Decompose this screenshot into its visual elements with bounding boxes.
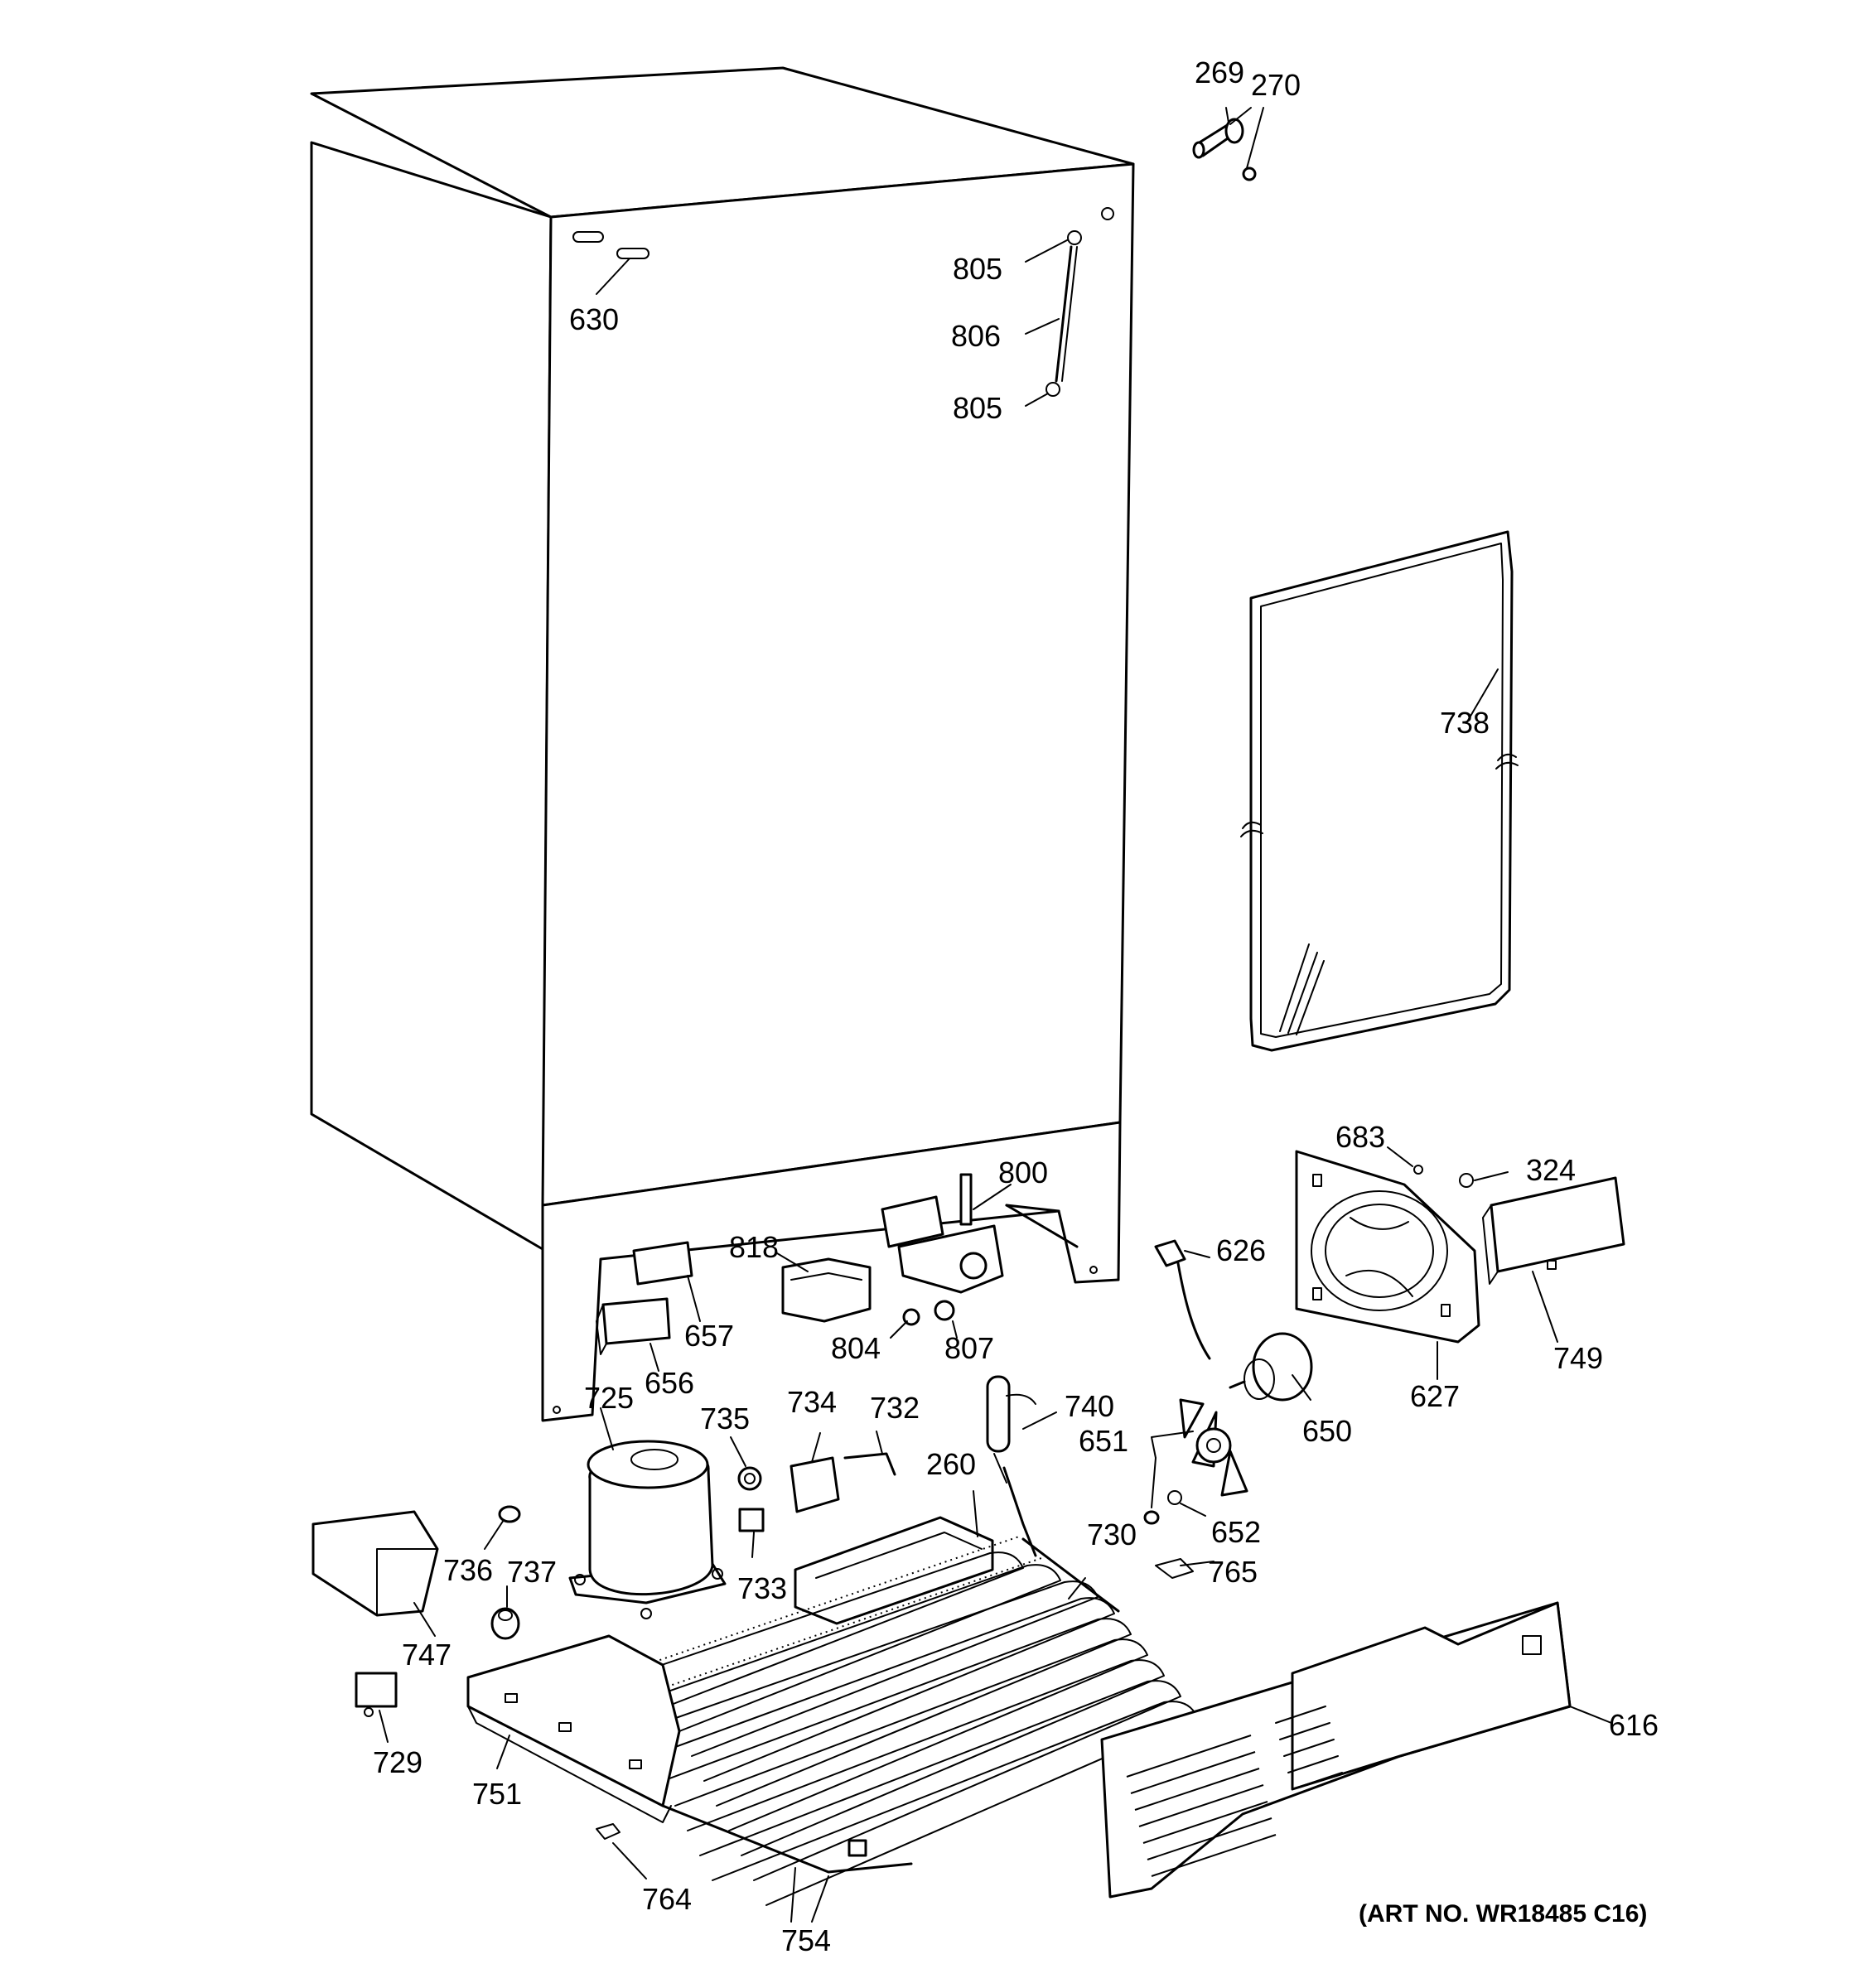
label-751: 751 bbox=[472, 1777, 522, 1811]
label-627: 627 bbox=[1410, 1379, 1460, 1413]
label-683: 683 bbox=[1335, 1120, 1385, 1154]
refrigerator-cabinet bbox=[310, 66, 1135, 1422]
label-626: 626 bbox=[1216, 1233, 1266, 1267]
label-324: 324 bbox=[1526, 1153, 1576, 1187]
water-tube-assembly bbox=[1045, 230, 1082, 397]
part-740 bbox=[986, 1375, 1036, 1484]
label-800: 800 bbox=[998, 1156, 1048, 1189]
label-764: 764 bbox=[642, 1882, 692, 1916]
label-806: 806 bbox=[951, 319, 1001, 353]
label-749: 749 bbox=[1553, 1341, 1603, 1375]
water-valve-800 bbox=[881, 1173, 1004, 1326]
label-729: 729 bbox=[373, 1745, 423, 1779]
label-807: 807 bbox=[944, 1331, 994, 1365]
label-733: 733 bbox=[737, 1571, 787, 1605]
fitting-269-270 bbox=[1192, 118, 1257, 181]
label-765: 765 bbox=[1208, 1555, 1258, 1589]
small-parts-735-733-734-732 bbox=[737, 1452, 896, 1532]
compressor-725 bbox=[568, 1440, 727, 1619]
label-805-bottom: 805 bbox=[953, 391, 1002, 425]
label-270: 270 bbox=[1251, 68, 1301, 102]
label-804: 804 bbox=[831, 1331, 881, 1365]
label-630: 630 bbox=[569, 302, 619, 336]
bracket-818 bbox=[781, 1257, 872, 1323]
leader-lines bbox=[379, 107, 1612, 1923]
label-651: 651 bbox=[1079, 1424, 1128, 1458]
label-747: 747 bbox=[402, 1638, 452, 1672]
label-737: 737 bbox=[507, 1555, 557, 1589]
label-734: 734 bbox=[787, 1385, 837, 1419]
left-parts-747-736-737-729 bbox=[311, 1505, 1194, 1840]
label-650: 650 bbox=[1302, 1414, 1352, 1448]
label-805-top: 805 bbox=[953, 252, 1002, 286]
label-740: 740 bbox=[1065, 1389, 1114, 1423]
grille-panel-616 bbox=[1100, 1601, 1572, 1899]
label-732: 732 bbox=[870, 1391, 920, 1425]
base-pan-751 bbox=[466, 1634, 681, 1823]
drain-pan-260 bbox=[794, 1516, 994, 1625]
label-657: 657 bbox=[684, 1319, 734, 1353]
label-754: 754 bbox=[781, 1923, 831, 1957]
label-656: 656 bbox=[645, 1366, 694, 1400]
part-number-labels: 269 270 805 806 805 630 738 683 324 800 … bbox=[373, 55, 1659, 1957]
condenser-gasket-738 bbox=[1240, 530, 1519, 1052]
fan-motor-650 bbox=[1229, 1332, 1313, 1402]
label-260: 260 bbox=[926, 1447, 976, 1481]
label-269: 269 bbox=[1195, 55, 1244, 89]
label-616: 616 bbox=[1609, 1708, 1659, 1742]
label-818: 818 bbox=[729, 1230, 779, 1264]
label-652: 652 bbox=[1211, 1515, 1261, 1549]
label-736: 736 bbox=[443, 1553, 493, 1587]
cover-749 bbox=[1482, 1176, 1625, 1285]
label-725: 725 bbox=[584, 1381, 634, 1415]
plate-754 bbox=[661, 1804, 913, 1874]
power-cord-626 bbox=[1154, 1239, 1211, 1360]
fan-blade-652 bbox=[1143, 1398, 1248, 1525]
art-number: (ART NO. WR18485 C16) bbox=[1359, 1900, 1647, 1928]
screws-683-324 bbox=[1413, 1165, 1474, 1188]
label-738: 738 bbox=[1440, 706, 1490, 740]
label-735: 735 bbox=[700, 1402, 750, 1436]
brackets-657-656 bbox=[596, 1241, 693, 1355]
fan-shroud-627 bbox=[1295, 1150, 1480, 1344]
label-730: 730 bbox=[1087, 1518, 1137, 1551]
